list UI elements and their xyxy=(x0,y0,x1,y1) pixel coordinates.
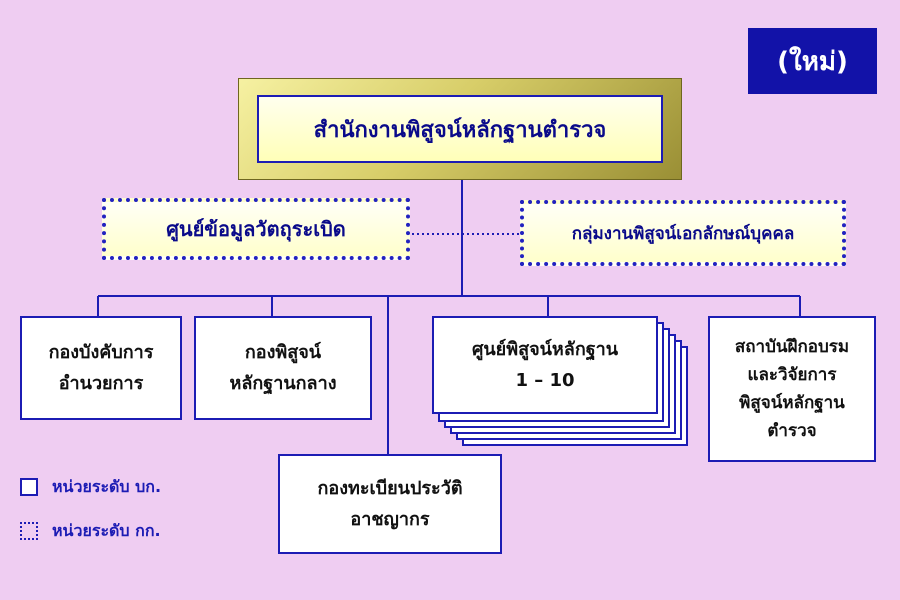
unit-label: กองพิสูจน์ xyxy=(244,341,322,363)
legend-label: หน่วยระดับ บก. xyxy=(52,476,162,496)
unit-training-institute: สถาบันฝึกอบรม และวิจัยการ พิสูจน์หลักฐาน… xyxy=(708,316,876,462)
legend-label: หน่วยระดับ กก. xyxy=(52,520,161,540)
org-title: สำนักงานพิสูจน์หลักฐานตำรวจ xyxy=(257,95,663,163)
side-unit-label: กลุ่มงานพิสูจน์เอกลักษณ์บุคคล xyxy=(571,223,795,244)
unit-central-forensics: กองพิสูจน์ หลักฐานกลาง xyxy=(194,316,372,420)
unit-label: พิสูจน์หลักฐาน xyxy=(739,393,845,413)
solid-box-swatch-icon xyxy=(20,478,38,496)
unit-label: ตำรวจ xyxy=(767,421,817,442)
unit-label: 1 – 10 xyxy=(515,370,575,391)
unit-admin-command: กองบังคับการ อำนวยการ xyxy=(20,316,182,420)
side-unit-label: ศูนย์ข้อมูลวัตถุระเบิด xyxy=(166,217,346,241)
unit-label: หลักฐานกลาง xyxy=(229,373,337,394)
unit-regional-centers: ศูนย์พิสูจน์หลักฐาน 1 – 10 xyxy=(432,316,658,414)
unit-label: ศูนย์พิสูจน์หลักฐาน xyxy=(471,338,619,360)
legend-dotted: หน่วยระดับ กก. xyxy=(20,520,161,542)
title-frame: สำนักงานพิสูจน์หลักฐานตำรวจ xyxy=(238,78,682,180)
unit-label: อำนวยการ xyxy=(58,373,144,394)
new-badge: (ใหม่) xyxy=(748,28,877,94)
unit-criminal-records: กองทะเบียนประวัติ อาชญากร xyxy=(278,454,502,554)
unit-label: อาชญากร xyxy=(350,509,430,530)
side-unit-explosives-center: ศูนย์ข้อมูลวัตถุระเบิด xyxy=(102,198,410,260)
unit-label: กองทะเบียนประวัติ xyxy=(317,477,463,499)
unit-label: สถาบันฝึกอบรม xyxy=(734,336,850,357)
unit-label: และวิจัยการ xyxy=(747,364,837,385)
dotted-box-swatch-icon xyxy=(20,522,38,540)
unit-label: กองบังคับการ xyxy=(48,341,154,363)
side-unit-identification-group: กลุ่มงานพิสูจน์เอกลักษณ์บุคคล xyxy=(520,200,846,266)
legend-solid: หน่วยระดับ บก. xyxy=(20,476,161,498)
